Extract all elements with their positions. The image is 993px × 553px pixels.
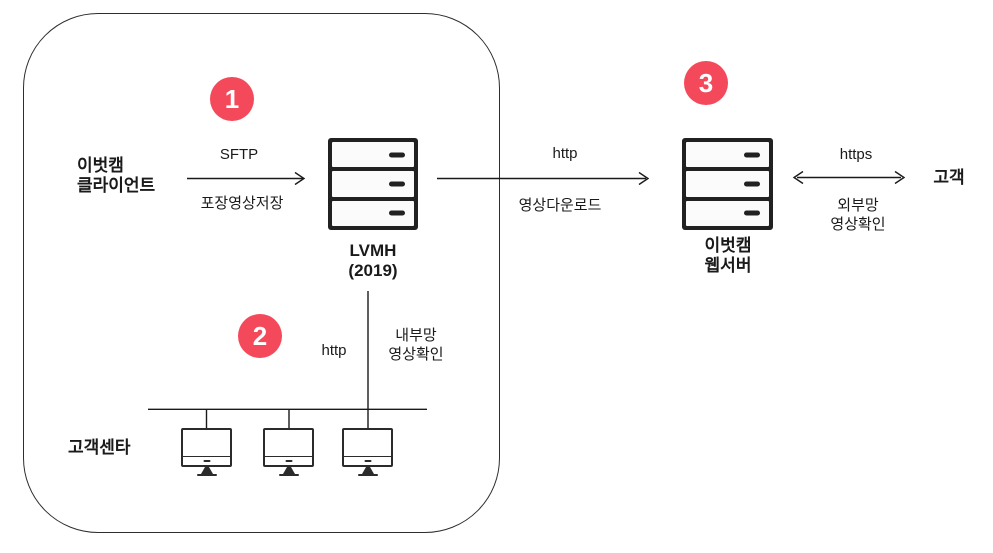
monitor-chin <box>183 456 230 465</box>
lvmh-label-line2: (2019) <box>348 261 398 280</box>
web-server-label-line2: 웹서버 <box>704 256 752 275</box>
drawer-handle <box>389 181 405 187</box>
drawer-handle <box>389 152 405 158</box>
desktop-monitor-icon <box>263 428 314 476</box>
monitor-stand <box>361 467 374 474</box>
monitor-stand <box>200 467 213 474</box>
sftp-desc-label: 포장영상저장 <box>200 195 284 212</box>
lvmh-server-label: LVMH (2019) <box>348 241 397 281</box>
monitor-screen <box>342 428 393 467</box>
desktop-monitor-icon <box>342 428 393 476</box>
monitor-foot <box>357 474 378 476</box>
web-server-icon <box>682 138 773 230</box>
http-internal-desc-line1: 내부망 <box>395 327 437 344</box>
server-drawer <box>686 171 769 197</box>
drawer-handle <box>744 210 760 216</box>
internal-network-boundary <box>23 13 500 533</box>
http-internal-desc-label: 내부망 영상확인 <box>388 326 443 364</box>
monitor-screen <box>263 428 314 467</box>
monitor-chin-dash <box>364 459 371 462</box>
lvmh-label-line1: LVMH <box>349 241 397 260</box>
https-protocol-label: https <box>839 146 873 163</box>
drawer-handle <box>389 210 405 216</box>
monitor-foot <box>196 474 217 476</box>
monitor-chin <box>344 456 391 465</box>
client-node-label: 이벗캠 클라이언트 <box>77 156 155 196</box>
https-desc-label: 외부망 영상확인 <box>830 196 885 234</box>
web-server-label-line1: 이벗캠 <box>704 236 752 255</box>
http-internal-protocol-label: http <box>321 342 347 359</box>
http-download-desc-label: 영상다운로드 <box>518 197 602 214</box>
customer-center-label: 고객센타 <box>68 438 131 457</box>
https-desc-line2: 영상확인 <box>830 216 886 233</box>
monitor-screen <box>181 428 232 467</box>
monitor-chin-dash <box>203 459 210 462</box>
monitor-chin <box>265 456 312 465</box>
server-drawer <box>332 171 414 197</box>
monitor-stand <box>282 467 295 474</box>
client-label-line1: 이벗캠 <box>77 156 124 175</box>
step-badge-1: 1 <box>210 77 254 121</box>
server-drawer <box>686 142 769 168</box>
desktop-monitor-icon <box>181 428 232 476</box>
sftp-protocol-label: SFTP <box>219 146 259 163</box>
server-drawer <box>332 142 414 168</box>
step-badge-3: 3 <box>684 61 728 105</box>
server-drawer <box>332 200 414 226</box>
customer-node-label: 고객 <box>933 168 965 187</box>
client-label-line2: 클라이언트 <box>77 176 156 195</box>
http-download-protocol-label: http <box>552 145 578 162</box>
drawer-handle <box>744 181 760 187</box>
monitor-chin-dash <box>285 459 292 462</box>
web-server-label: 이벗캠 웹서버 <box>705 236 752 276</box>
server-drawer <box>686 200 769 226</box>
step-badge-2: 2 <box>238 314 282 358</box>
lvmh-server-icon <box>328 138 418 230</box>
http-internal-desc-line2: 영상확인 <box>388 346 444 363</box>
monitor-foot <box>278 474 299 476</box>
https-desc-line1: 외부망 <box>837 197 879 214</box>
drawer-handle <box>744 152 760 158</box>
https-double-arrow <box>792 170 906 185</box>
